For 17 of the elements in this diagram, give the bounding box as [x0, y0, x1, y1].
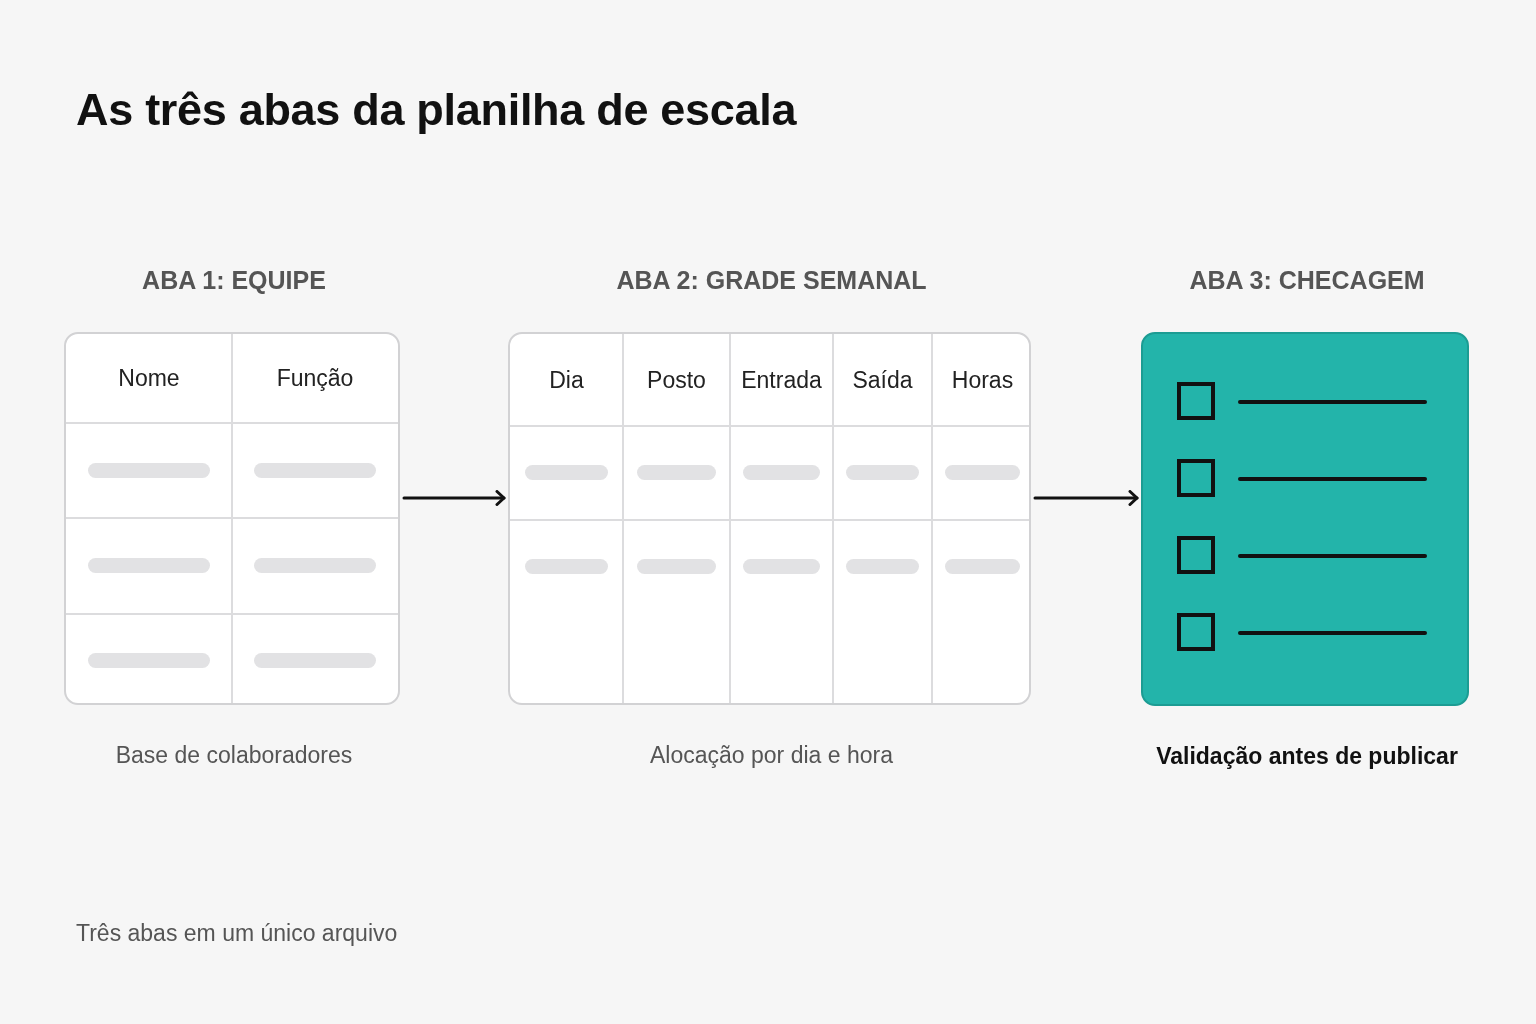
footer-note: Três abas em um único arquivo — [76, 920, 398, 947]
diagram-title: As três abas da planilha de escala — [76, 84, 797, 136]
column-header: Dia — [548, 365, 585, 395]
tab-heading: ABA 2: GRADE SEMANAL — [615, 265, 928, 296]
column-header: Entrada — [740, 365, 823, 395]
arrow — [1033, 490, 1139, 506]
column-header: Nome — [117, 364, 181, 393]
column-header: Posto — [646, 365, 707, 395]
tab-caption: Base de colaboradores — [114, 741, 354, 770]
tab-heading: ABA 3: CHECAGEM — [1188, 265, 1426, 296]
column-header: Função — [275, 364, 355, 393]
column-header: Saída — [851, 365, 914, 395]
tab-caption: Validação antes de publicar — [1155, 742, 1459, 771]
tab-caption: Alocação por dia e hora — [649, 741, 894, 770]
column-header: Horas — [950, 365, 1015, 395]
arrow — [402, 490, 506, 506]
tab-heading: ABA 1: EQUIPE — [141, 265, 327, 296]
